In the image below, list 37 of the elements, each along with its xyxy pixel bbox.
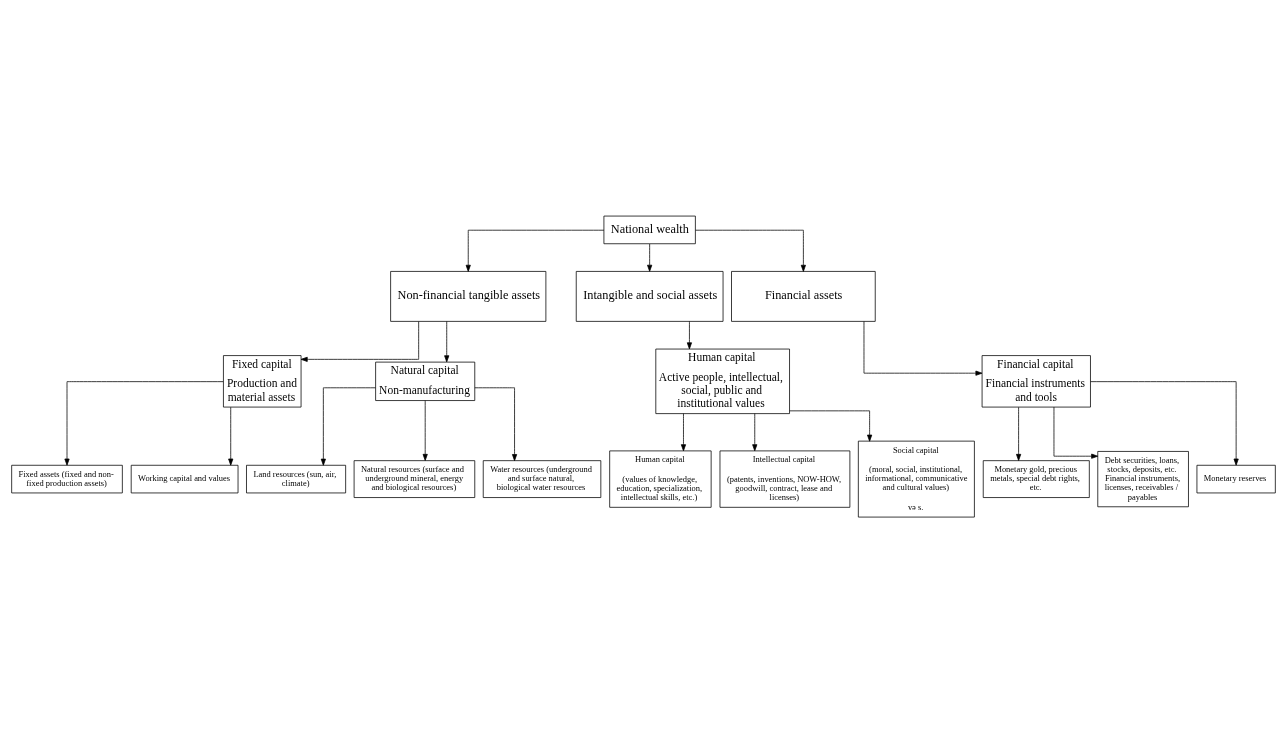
node-box: Monetary reserves xyxy=(1196,464,1276,494)
node-box: Debt securities, loans, stocks, deposits, etc. Financial instruments, licenses, receivables / payables xyxy=(1097,451,1189,508)
node-box: Human capital Active people, intellectual, social, public and institutional values xyxy=(655,348,790,414)
arrow xyxy=(686,321,692,350)
node-box: Human capital (values of knowledge, education, specialization, intellectual skills, etc.) xyxy=(609,450,712,508)
node-box: National wealth xyxy=(603,215,696,245)
arrow xyxy=(1053,406,1099,459)
arrow xyxy=(474,387,518,461)
node-box: Non-financial tangible assets xyxy=(390,271,547,322)
node-box: Intangible and social assets xyxy=(575,271,724,322)
node-box: Social capital (moral, social, institutional, informational, communicative and cultural values) və s. xyxy=(857,440,975,518)
node-box: Fixed capital Production and material assets xyxy=(223,355,302,408)
arrow xyxy=(680,413,686,452)
arrow xyxy=(647,243,653,272)
arrow xyxy=(695,229,806,272)
arrow xyxy=(300,321,420,362)
node-box: Water resources (underground and surface natural, biological water resources xyxy=(482,460,602,498)
arrow xyxy=(863,321,983,376)
arrow xyxy=(1090,381,1239,466)
node-box: Financial capital Financial instruments and tools xyxy=(981,355,1091,408)
arrow xyxy=(444,321,450,363)
arrow xyxy=(1016,406,1022,461)
arrow xyxy=(422,400,428,461)
arrow xyxy=(752,413,758,452)
node-box: Natural resources (surface and underground mineral, energy and biological resources) xyxy=(353,460,476,498)
node-box: Land resources (sun, air, climate) xyxy=(246,464,347,494)
node-box: Monetary gold, precious metals, special debt rights, etc. xyxy=(982,460,1090,498)
arrow xyxy=(320,387,376,466)
arrow xyxy=(789,410,873,442)
node-box: Working capital and values xyxy=(130,464,239,494)
arrow xyxy=(228,406,234,466)
arrow xyxy=(465,229,605,272)
node-box: Fixed assets (fixed and non-fixed production assets) xyxy=(11,464,123,494)
arrow xyxy=(64,381,224,466)
node-box: Financial assets xyxy=(731,271,876,322)
node-box: Natural capital Non-manufacturing xyxy=(375,361,476,401)
node-box: Intellectual capital (patents, inventions, NOW-HOW, goodwill, contract, lease and licenses) xyxy=(719,450,851,508)
